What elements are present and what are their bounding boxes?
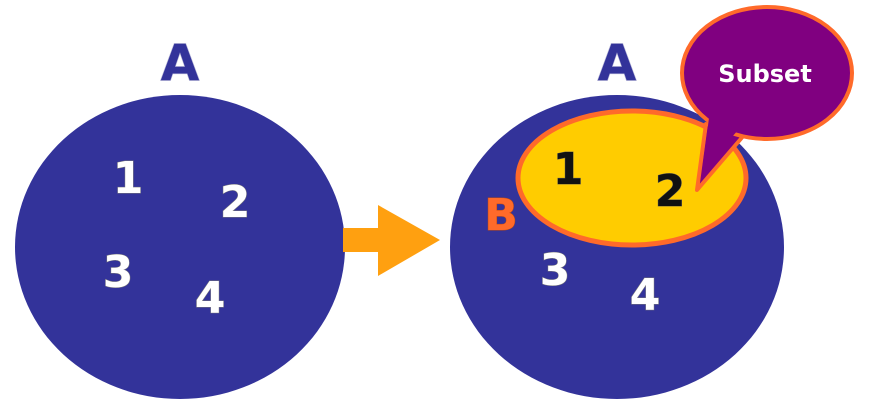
right-set-label: A bbox=[598, 34, 637, 92]
left-set: A 1 2 3 4 bbox=[15, 33, 345, 399]
subset-b-label: B bbox=[484, 190, 518, 241]
left-element-4: 4 bbox=[195, 273, 226, 324]
left-element-2: 2 bbox=[220, 177, 251, 228]
subset-element-1: 1 bbox=[553, 144, 584, 195]
speech-bubble-icon: Subset bbox=[680, 5, 854, 192]
callout-ellipse bbox=[680, 5, 854, 141]
callout-text: Subset bbox=[718, 60, 812, 88]
right-element-3: 3 bbox=[540, 245, 571, 296]
left-set-label: A bbox=[161, 34, 200, 92]
right-element-4: 4 bbox=[630, 270, 661, 321]
left-element-3: 3 bbox=[103, 247, 134, 298]
arrow-right-icon bbox=[343, 205, 440, 276]
subset-b-ellipse bbox=[515, 108, 749, 248]
subset-element-2: 2 bbox=[655, 166, 686, 217]
left-set-circle bbox=[15, 95, 345, 399]
left-element-1: 1 bbox=[113, 153, 144, 204]
